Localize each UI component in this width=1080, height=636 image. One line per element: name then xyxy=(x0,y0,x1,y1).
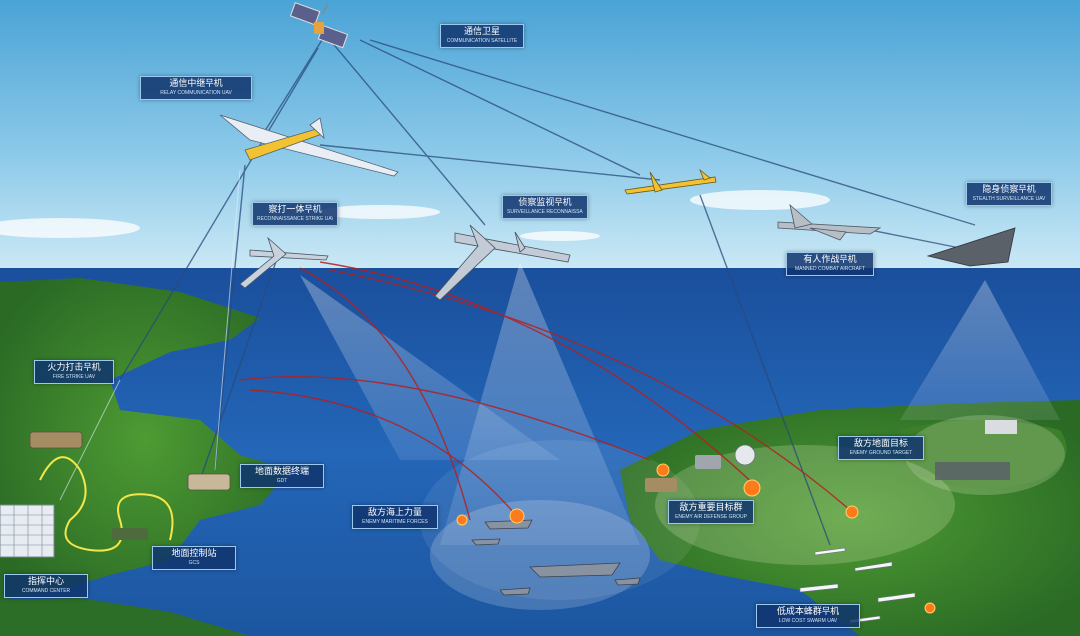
label-title: 敌方地面目标 xyxy=(843,439,919,450)
label-swarm-uav: 低成本蜂群무机 LOW COST SWARM UAV xyxy=(756,604,860,628)
label-subtitle: SURVEILLANCE RECONNAISSANCE UAV xyxy=(507,209,583,216)
label-stealth-uav: 隐身侦察무机 STEALTH SURVEILLANCE UAV xyxy=(966,182,1052,206)
label-recon-strike-uav: 察打一体무机 RECONNAISSANCE STRIKE UAV xyxy=(252,202,338,226)
label-subtitle: COMMUNICATION SATELLITE xyxy=(445,38,519,45)
label-manned-aircraft: 有人作战무机 MANNED COMBAT AIRCRAFT xyxy=(786,252,874,276)
label-ground-data-terminal: 地面数据终端 GDT xyxy=(240,464,324,488)
label-surveillance-uav: 侦察监视무机 SURVEILLANCE RECONNAISSANCE UAV xyxy=(502,195,588,219)
label-relay-uav: 通信中继무机 RELAY COMMUNICATION UAV xyxy=(140,76,252,100)
label-subtitle: RELAY COMMUNICATION UAV xyxy=(145,90,247,97)
label-enemy-ground-target: 敌方地面目标 ENEMY GROUND TARGET xyxy=(838,436,924,460)
label-subtitle: LOW COST SWARM UAV xyxy=(761,618,855,625)
label-title: 地面数据终端 xyxy=(245,467,319,478)
label-subtitle: GCS xyxy=(157,560,231,567)
label-subtitle: RECONNAISSANCE STRIKE UAV xyxy=(257,216,333,223)
label-title: 低成本蜂群무机 xyxy=(761,607,855,618)
label-firepower-uav: 火力打击무机 FIRE STRIKE UAV xyxy=(34,360,114,384)
label-subtitle: MANNED COMBAT AIRCRAFT xyxy=(791,266,869,273)
label-title: 地面控制站 xyxy=(157,549,231,560)
label-subtitle: ENEMY MARITIME FORCES xyxy=(357,519,433,526)
label-title: 火力打击무机 xyxy=(39,363,109,374)
label-ground-control-station: 地面控制站 GCS xyxy=(152,546,236,570)
label-title: 敌方重要目标群 xyxy=(673,503,749,514)
label-title: 通信中继무机 xyxy=(145,79,247,90)
label-title: 隐身侦察무机 xyxy=(971,185,1047,196)
label-title: 察打一体무机 xyxy=(257,205,333,216)
label-title: 有人作战무机 xyxy=(791,255,869,266)
label-title: 指挥中心 xyxy=(9,577,83,588)
label-subtitle: ENEMY AIR DEFENSE GROUP xyxy=(673,514,749,521)
label-enemy-sea-forces: 敌方海上力量 ENEMY MARITIME FORCES xyxy=(352,505,438,529)
label-subtitle: COMMAND CENTER xyxy=(9,588,83,595)
label-title: 敌方海上力量 xyxy=(357,508,433,519)
label-title: 侦察监视무机 xyxy=(507,198,583,209)
label-satellite: 通信卫星 COMMUNICATION SATELLITE xyxy=(440,24,524,48)
label-subtitle: STEALTH SURVEILLANCE UAV xyxy=(971,196,1047,203)
label-subtitle: ENEMY GROUND TARGET xyxy=(843,450,919,457)
label-subtitle: GDT xyxy=(245,478,319,485)
label-command-center: 指挥中心 COMMAND CENTER xyxy=(4,574,88,598)
label-title: 通信卫星 xyxy=(445,27,519,38)
label-subtitle: FIRE STRIKE UAV xyxy=(39,374,109,381)
label-enemy-defense-group: 敌方重要目标群 ENEMY AIR DEFENSE GROUP xyxy=(668,500,754,524)
